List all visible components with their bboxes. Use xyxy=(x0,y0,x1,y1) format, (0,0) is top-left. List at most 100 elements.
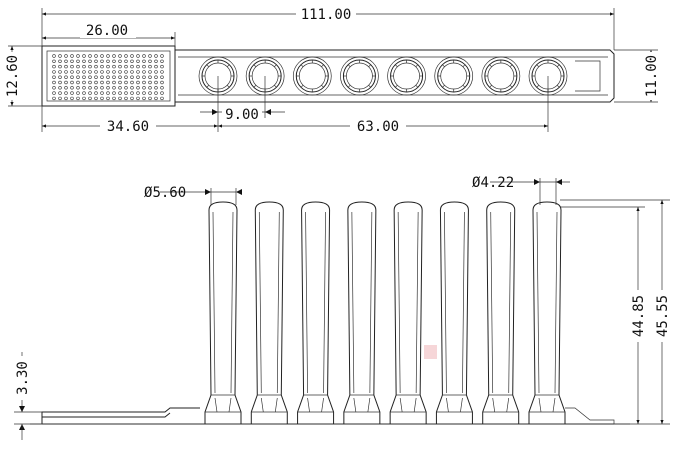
label-dot xyxy=(160,54,164,58)
label-dot xyxy=(130,86,134,90)
label-dot xyxy=(130,59,134,63)
tube-circles xyxy=(198,56,568,96)
label-dot xyxy=(142,75,146,79)
label-dot xyxy=(100,59,104,63)
label-dot xyxy=(136,70,140,74)
label-dot xyxy=(130,70,134,74)
label-dot xyxy=(130,91,134,95)
label-dot xyxy=(106,86,110,90)
label-dot xyxy=(154,54,158,58)
label-dot xyxy=(58,54,62,58)
label-dot xyxy=(76,96,80,101)
label-dot xyxy=(58,80,62,85)
total-height-label: 45.55 xyxy=(655,295,671,337)
label-dot xyxy=(142,80,146,85)
label-dot xyxy=(58,91,62,95)
tube-rib xyxy=(442,64,445,68)
label-dot xyxy=(154,70,158,74)
label-dot xyxy=(100,80,104,85)
strip-inner-line xyxy=(178,56,608,96)
label-dot xyxy=(124,80,128,85)
label-dot xyxy=(88,86,92,90)
base-right-step xyxy=(565,407,615,424)
label-dot xyxy=(64,91,68,95)
label-dot-grid xyxy=(52,54,164,101)
label-dot xyxy=(100,91,104,95)
label-pad xyxy=(41,45,176,107)
label-dot xyxy=(76,54,80,58)
tube-rib xyxy=(442,84,445,88)
label-dot xyxy=(118,75,122,79)
tube-rib xyxy=(536,84,540,88)
label-dot xyxy=(52,59,56,63)
tube-rib xyxy=(347,64,351,68)
label-dot xyxy=(82,86,86,90)
label-pad-inner xyxy=(46,50,171,102)
marker-artifact xyxy=(424,345,437,359)
tube-rib xyxy=(395,84,398,88)
tube-rim xyxy=(292,56,332,96)
tube-rib xyxy=(226,84,230,88)
label-dot xyxy=(130,54,134,58)
label-dot xyxy=(76,80,80,85)
label-dot xyxy=(94,70,98,74)
label-dot xyxy=(82,75,86,79)
label-dot xyxy=(142,86,146,90)
tube-rib xyxy=(509,64,513,68)
label-dot xyxy=(88,54,92,58)
label-dot xyxy=(100,64,104,69)
strip-height-label: 11.00 xyxy=(644,55,660,97)
label-dot xyxy=(106,59,110,63)
label-dot xyxy=(82,80,86,85)
label-dot xyxy=(112,54,116,58)
label-dot xyxy=(64,54,68,58)
label-dot xyxy=(52,70,56,74)
label-dot xyxy=(118,96,122,101)
label-dot xyxy=(58,86,62,90)
label-dot xyxy=(148,59,152,63)
label-dot xyxy=(154,80,158,85)
label-dot xyxy=(160,91,164,95)
label-dot xyxy=(148,75,152,79)
tube-inner-circle xyxy=(487,62,515,90)
label-dot xyxy=(130,75,134,79)
label-dot xyxy=(148,80,152,85)
label-dot xyxy=(106,75,110,79)
label-dot xyxy=(94,59,98,63)
label-dot xyxy=(76,75,80,79)
label-dot xyxy=(154,86,158,90)
label-dot xyxy=(88,96,92,101)
label-dot xyxy=(142,96,146,101)
label-dot xyxy=(148,91,152,95)
tube-rim xyxy=(434,56,474,96)
bottom-diameter-label: Ø4.22 xyxy=(472,175,514,191)
label-dot xyxy=(106,96,110,101)
label-dot xyxy=(64,70,68,74)
side-view: Ø5.60 Ø4.22 44.85 45.55 3.30 xyxy=(12,175,672,440)
label-dot xyxy=(88,75,92,79)
tube-pitch-label: 9.00 xyxy=(225,107,259,123)
tube-rib xyxy=(253,84,257,88)
label-dot xyxy=(100,96,104,101)
tube-rib xyxy=(368,84,371,88)
label-dot xyxy=(148,64,152,69)
tube-inner-circle xyxy=(440,62,468,90)
label-dot xyxy=(106,54,110,58)
side-tube xyxy=(297,201,335,424)
label-dot xyxy=(112,80,116,85)
label-dot xyxy=(154,59,158,63)
base-height-label: 3.30 xyxy=(15,361,31,395)
label-dot xyxy=(124,54,128,58)
label-dot xyxy=(70,86,74,90)
label-dot xyxy=(124,70,128,74)
label-dot xyxy=(100,86,104,90)
side-tube xyxy=(482,201,520,424)
label-dot xyxy=(94,91,98,95)
label-dot xyxy=(94,80,98,85)
tube-rib xyxy=(415,84,419,88)
label-dot xyxy=(52,80,56,85)
tube-inner-circle xyxy=(346,62,373,90)
tube-rib xyxy=(509,84,513,88)
label-dot xyxy=(160,64,164,69)
